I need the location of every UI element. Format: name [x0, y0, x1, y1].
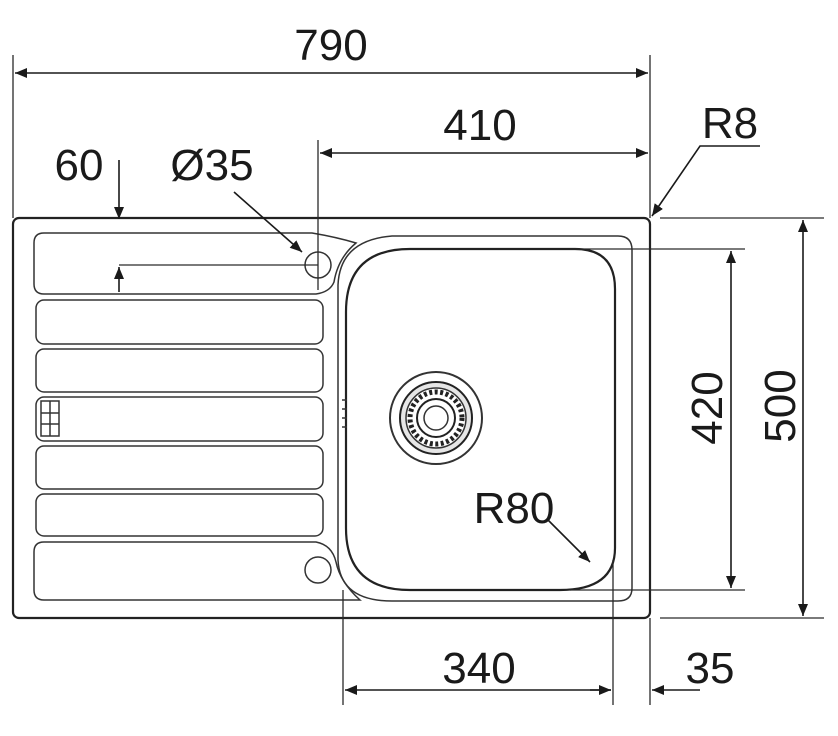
dim-line-35-dia: [233, 191, 303, 253]
label-overall-width: 790: [294, 21, 367, 70]
label-bowl-radius: R80: [474, 484, 555, 533]
label-tap-hole-diameter: Ø35: [170, 141, 253, 190]
overflow-grille: [40, 400, 60, 437]
drainer-rib-3: [35, 396, 324, 442]
overflow-slots: [342, 399, 347, 428]
bowl-rim: [337, 235, 633, 602]
bowl: [344, 247, 617, 592]
dim-line-r8: [651, 145, 760, 217]
drainer-rib-2: [35, 348, 324, 393]
drain-strainer: [389, 371, 483, 465]
drainer-rib-1: [35, 299, 324, 345]
label-corner-radius: R8: [702, 99, 758, 148]
drainer-rib-5: [35, 493, 324, 537]
dim-line-r80: [547, 519, 591, 563]
sink-outline: [11, 216, 652, 620]
label-drainer-hole-offset: 60: [55, 141, 104, 190]
drainer-rib-4: [35, 445, 324, 490]
label-bowl-width: 340: [442, 644, 515, 693]
label-bowl-depth: 420: [683, 371, 732, 444]
accessory-hole: [304, 556, 332, 584]
label-overall-depth: 500: [756, 369, 805, 442]
drainer-board: [33, 232, 362, 601]
label-rim-width: 35: [686, 644, 735, 693]
label-bowl-offset: 410: [443, 101, 516, 150]
extension-lines: [12, 55, 824, 705]
